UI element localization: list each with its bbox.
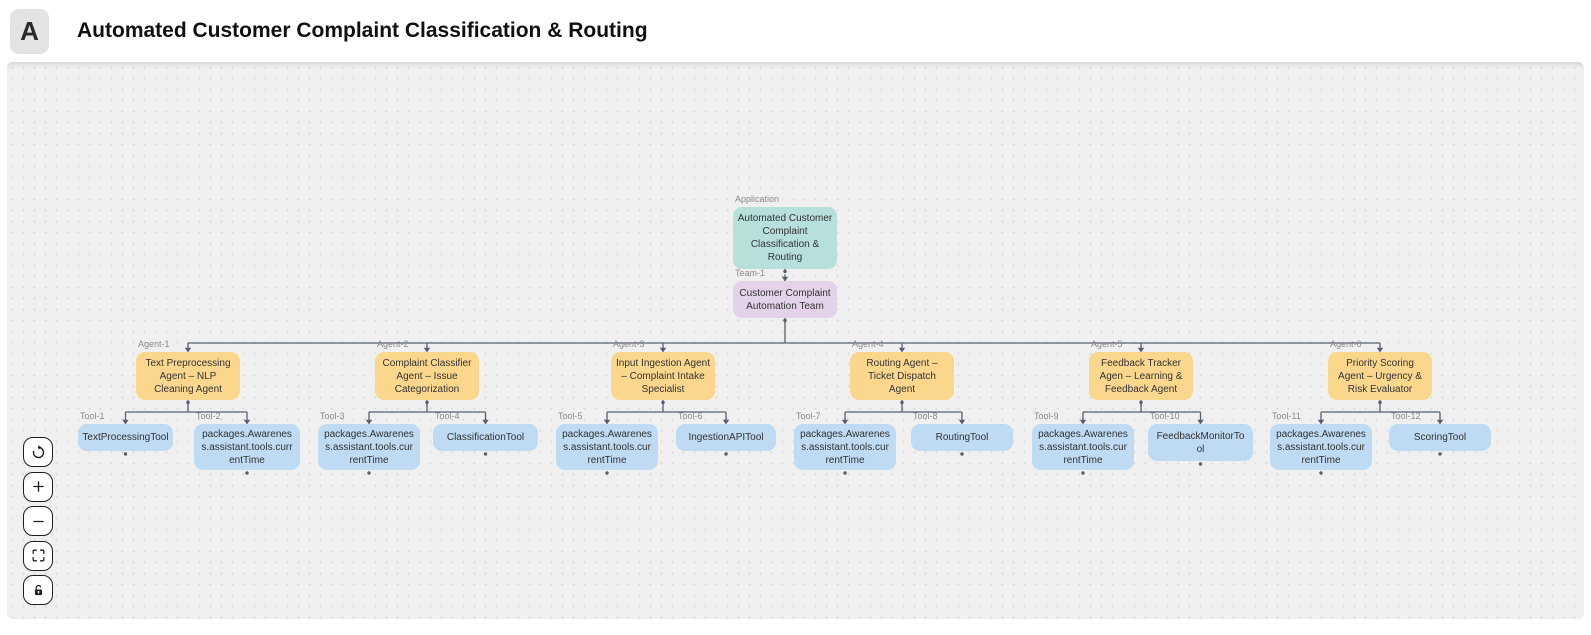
tool-5-node[interactable]: Tool-5 packages.Awareness.assistant.tools…	[556, 411, 658, 470]
node-text: ClassificationTool	[446, 432, 525, 443]
node-tag-label: Agent-6	[1330, 339, 1362, 349]
tool-9-node[interactable]: Tool-9 packages.Awareness.assistant.tools…	[1032, 411, 1134, 470]
node-tag-label: Tool-3	[320, 411, 345, 421]
node-text: IngestionAPITool	[688, 432, 764, 443]
node-text: Feedback Tracker Agen – Learning & Feedb…	[1099, 357, 1183, 395]
node-tag-label: Tool-1	[80, 411, 105, 421]
node-text: TextProcessingTool	[82, 432, 169, 443]
lock-button[interactable]	[23, 575, 53, 605]
node-tag-label: Tool-8	[913, 411, 938, 421]
node-tag-label: Tool-4	[435, 411, 460, 421]
node-tag-label: Tool-9	[1034, 411, 1059, 421]
node-tag-label: Tool-5	[558, 411, 583, 421]
tool-2-node[interactable]: Tool-2 packages.Awareness.assistant.tools…	[194, 411, 300, 470]
node-tag-label: Team-1	[735, 268, 766, 278]
fit-view-button[interactable]	[23, 540, 53, 571]
node-text: RoutingTool	[935, 432, 989, 443]
app-logo[interactable]: A	[10, 8, 49, 54]
tool-3-node[interactable]: Tool-3 packages.Awareness.assistant.tools…	[318, 411, 420, 470]
zoom-in-button[interactable]	[23, 471, 53, 502]
refresh-icon	[32, 444, 44, 458]
node-tag-label: Tool-11	[1272, 411, 1301, 421]
node-tag-label: Agent-4	[852, 339, 884, 349]
node-text: packages.Awareness.assistant.tools.curre…	[324, 428, 414, 466]
app-header: A Automated Customer Complaint Classific…	[0, 0, 1591, 62]
node-text: Text Preprocessing Agent – NLP Cleaning …	[145, 357, 231, 395]
node-tag-label: Agent-5	[1091, 339, 1123, 349]
node-tag-label: Tool-2	[196, 411, 221, 421]
node-text: Routing Agent – Ticket Dispatch Agent	[866, 357, 938, 395]
node-tag-label: Tool-7	[796, 411, 821, 421]
node-tag-label: Tool-6	[678, 411, 703, 421]
node-text: Input Ingestion Agent – Complaint Intake…	[616, 357, 710, 395]
node-text: Priority Scoring Agent – Urgency & Risk …	[1338, 357, 1422, 395]
node-text: packages.Awareness.assistant.tools.curre…	[562, 428, 652, 466]
zoom-out-icon	[32, 520, 44, 522]
node-tag-label: Application	[735, 194, 780, 204]
canvas-controls	[23, 437, 53, 605]
fit-view-icon	[32, 549, 44, 562]
lock-icon	[34, 584, 42, 595]
tool-7-node[interactable]: Tool-7 packages.Awareness.assistant.tools…	[794, 411, 896, 470]
node-text: Complaint Classifier Agent – Issue Categ…	[382, 357, 472, 395]
node-text: ScoringTool	[1413, 432, 1467, 443]
node-text: FeedbackMonitorTool	[1156, 430, 1245, 455]
node-text: packages.Awareness.assistant.tools.curre…	[800, 428, 890, 466]
node-tag-label: Agent-1	[138, 339, 170, 349]
node-tag-label: Agent-2	[377, 339, 409, 349]
zoom-in-icon	[32, 481, 44, 492]
node-tag-label: Tool-12	[1391, 411, 1421, 421]
refresh-button[interactable]	[23, 437, 53, 467]
node-tag-label: Tool-10	[1150, 411, 1180, 421]
node-text: packages.Awareness.assistant.tools.curre…	[1276, 428, 1366, 466]
tool-11-node[interactable]: Tool-11 packages.Awareness.assistant.tool…	[1270, 411, 1372, 470]
node-text: Automated Customer Complaint Classificat…	[737, 213, 833, 263]
node-text: Customer Complaint Automation Team	[739, 287, 831, 312]
zoom-out-button[interactable]	[23, 506, 53, 536]
node-text: packages.Awareness.assistant.tools.curre…	[201, 428, 293, 466]
node-tag-label: Agent-3	[613, 339, 645, 349]
page-title: Automated Customer Complaint Classificat…	[77, 19, 648, 42]
node-text: packages.Awareness.assistant.tools.curre…	[1038, 428, 1128, 466]
